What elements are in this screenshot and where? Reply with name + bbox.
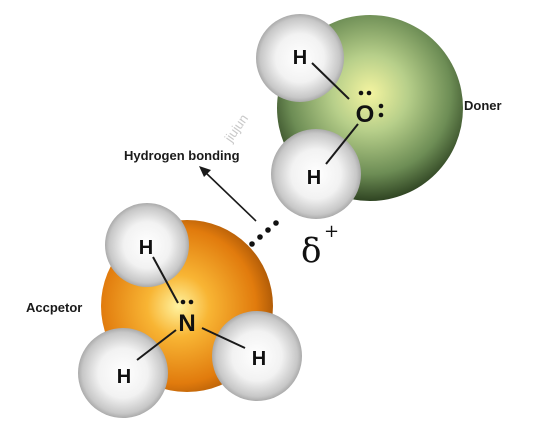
ammonia-molecule: N H H H — [78, 203, 302, 418]
delta-symbol: δ — [301, 231, 321, 271]
ammonia-bond-top — [152, 256, 179, 304]
ammonia-hydrogen-top-sphere — [105, 203, 189, 287]
water-hydrogen-bottom-symbol: H — [307, 167, 321, 189]
ammonia-bond-right — [201, 327, 246, 349]
bond-pointer-arrow — [199, 166, 257, 222]
nitrogen-lone-pair-dots — [180, 299, 194, 305]
delta-plus-sign: + — [324, 221, 339, 242]
water-molecule: O H H — [256, 14, 463, 219]
water-hydrogen-top-sphere — [256, 14, 344, 102]
oxygen-symbol: O — [356, 101, 375, 128]
watermark-text: jiujun — [221, 111, 251, 145]
nitrogen-symbol: N — [178, 310, 195, 337]
ammonia-hydrogen-right-symbol: H — [252, 348, 266, 370]
hydrogen-bond-dots — [249, 220, 279, 247]
ammonia-hydrogen-left-symbol: H — [117, 366, 131, 388]
hydrogen-bonding-label: Hydrogen bonding — [124, 148, 240, 163]
water-bond-bottom — [325, 123, 359, 165]
water-hydrogen-bottom-sphere — [271, 129, 361, 219]
ammonia-bond-left — [136, 329, 177, 361]
oxygen-lone-pair-dots — [358, 90, 384, 118]
acceptor-label: Accpetor — [26, 300, 82, 315]
ammonia-hydrogen-right-sphere — [212, 311, 302, 401]
donor-label: Doner — [464, 98, 502, 113]
ammonia-hydrogen-left-sphere — [78, 328, 168, 418]
ammonia-hydrogen-top-symbol: H — [139, 237, 153, 259]
water-bond-top — [311, 62, 350, 100]
water-hydrogen-top-symbol: H — [293, 47, 307, 69]
